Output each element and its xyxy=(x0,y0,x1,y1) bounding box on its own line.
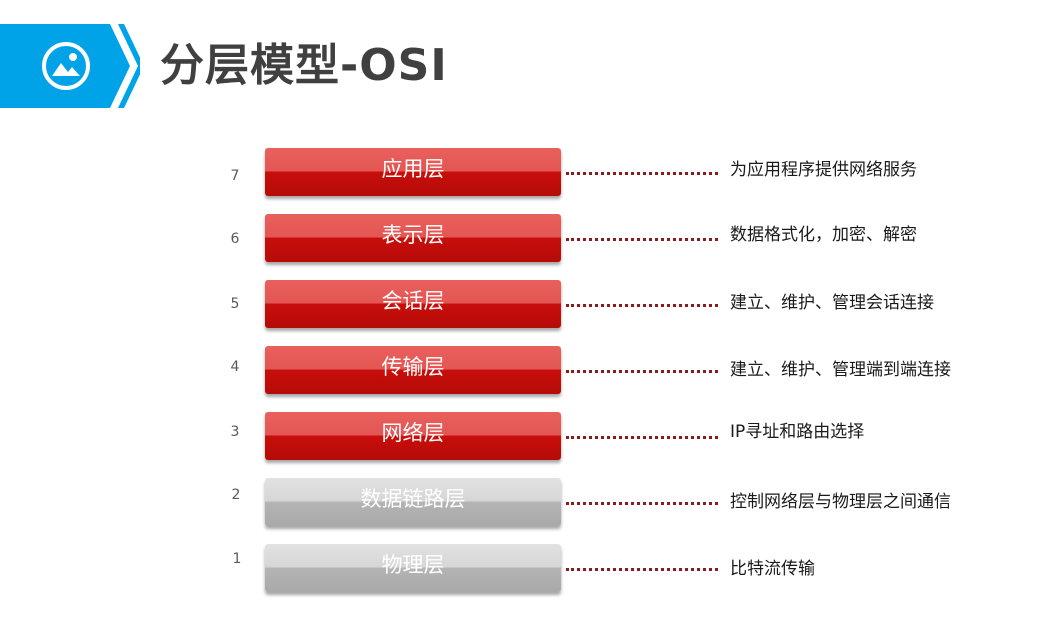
layer-number: 3 xyxy=(230,424,240,440)
connector-dotted-line xyxy=(566,172,718,175)
layer-number: 4 xyxy=(230,359,240,375)
layer-bar: 物理层 xyxy=(265,544,561,592)
layer-description: IP寻址和路由选择 xyxy=(730,422,865,442)
connector-dotted-line xyxy=(566,238,718,241)
connector-dotted-line xyxy=(566,502,718,505)
layer-name: 会话层 xyxy=(381,289,445,313)
connector-dotted-line xyxy=(566,304,718,307)
layer-number: 7 xyxy=(230,168,240,184)
layer-description: 建立、维护、管理会话连接 xyxy=(730,293,934,313)
layer-name: 物理层 xyxy=(381,553,445,577)
layer-bar: 数据链路层 xyxy=(265,478,561,526)
layer-number: 1 xyxy=(232,551,242,567)
connector-dotted-line xyxy=(566,370,718,373)
layer-description: 比特流传输 xyxy=(730,559,815,579)
layer-name: 传输层 xyxy=(381,355,445,379)
layer-description: 控制网络层与物理层之间通信 xyxy=(730,492,951,512)
connector-dotted-line xyxy=(566,568,718,571)
layer-description: 数据格式化，加密、解密 xyxy=(730,225,917,245)
layer-bar: 网络层 xyxy=(265,412,561,460)
layer-bar: 应用层 xyxy=(265,148,561,196)
image-icon xyxy=(42,42,90,90)
layer-number: 6 xyxy=(230,231,240,247)
layer-number: 2 xyxy=(231,487,241,503)
layer-name: 应用层 xyxy=(381,157,445,181)
layer-description: 建立、维护、管理端到端连接 xyxy=(730,360,951,380)
header-banner xyxy=(0,22,140,110)
layer-name: 数据链路层 xyxy=(360,487,466,511)
layer-name: 表示层 xyxy=(381,223,445,247)
layer-bar: 表示层 xyxy=(265,214,561,262)
layer-bar: 传输层 xyxy=(265,346,561,394)
layer-name: 网络层 xyxy=(381,421,445,445)
connector-dotted-line xyxy=(566,436,718,439)
page-title: 分层模型-OSI xyxy=(160,40,448,91)
layer-number: 5 xyxy=(230,296,240,312)
layer-description: 为应用程序提供网络服务 xyxy=(730,160,917,180)
layer-bar: 会话层 xyxy=(265,280,561,328)
